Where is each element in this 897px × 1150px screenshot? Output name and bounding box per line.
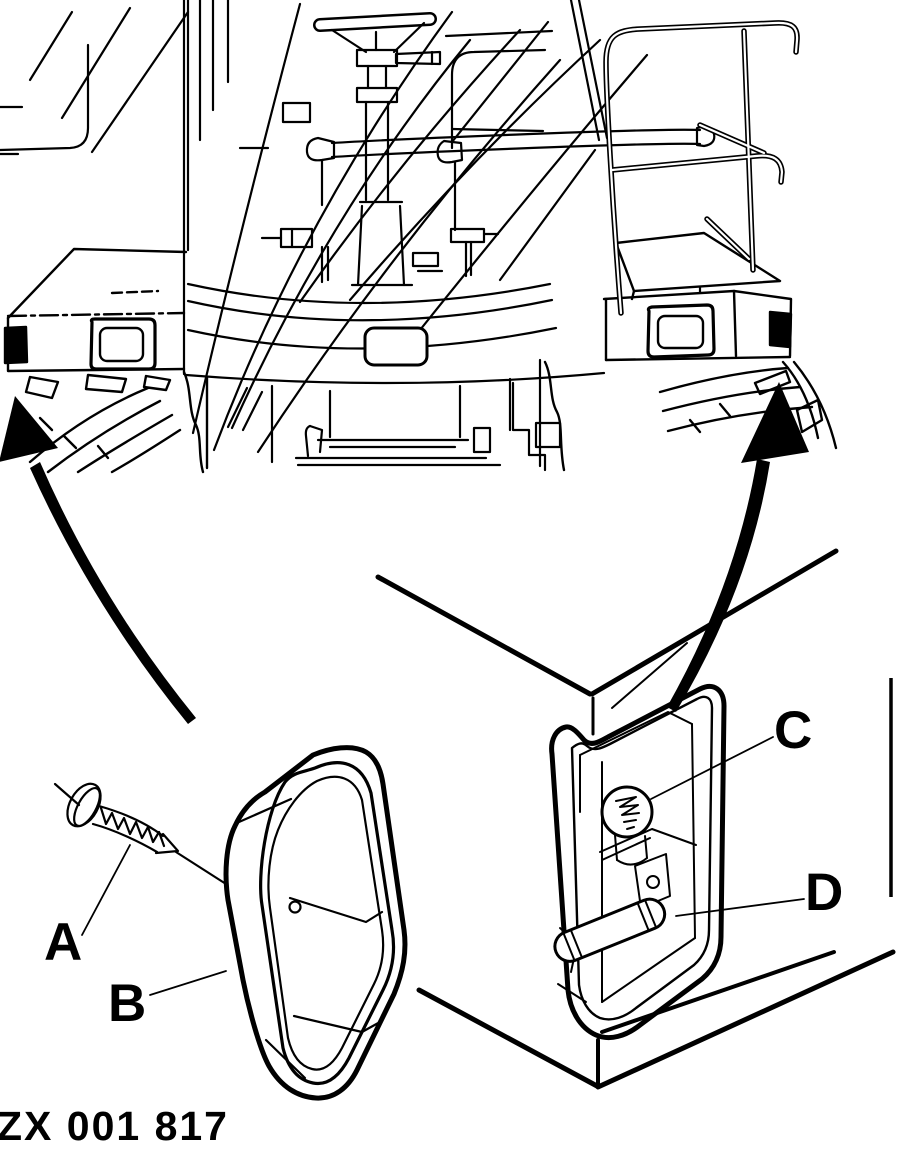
labels: A B C D ZX 001 817 [0, 701, 843, 1149]
left-fender [3, 247, 188, 373]
steering-side-knob [394, 50, 442, 66]
hitch-cover [363, 326, 429, 367]
glass-line [60, 6, 132, 120]
label-a: A [44, 913, 82, 972]
leader-c [650, 736, 774, 800]
screw-part-a [53, 782, 228, 886]
housing-recess-outline [549, 683, 727, 1041]
left-lamp-recess [89, 317, 157, 371]
left-arrow [0, 396, 196, 724]
label-d: D [805, 863, 843, 922]
right-marker-light [768, 310, 793, 349]
right-arrow [667, 382, 809, 712]
left-marker-light [3, 325, 29, 365]
right-fender [602, 231, 793, 362]
figure-code: ZX 001 817 [0, 1103, 229, 1149]
label-b: B [108, 974, 146, 1033]
lens-outline [223, 745, 408, 1101]
right-lamp-recess [646, 303, 716, 359]
cab-window-left [0, 43, 90, 152]
label-c: C [774, 701, 812, 760]
tractor-cab [0, 0, 649, 454]
lamp-housing-detail [549, 683, 727, 1041]
left-arrowhead-icon [0, 396, 58, 462]
right-arrowhead-icon [741, 382, 809, 463]
right-tire [543, 360, 838, 472]
leader-d [675, 898, 805, 917]
leader-b [149, 970, 227, 996]
steering-assembly [260, 12, 720, 294]
platform-floor [614, 231, 782, 293]
leader-a [81, 844, 131, 936]
bulb-bracket [634, 853, 671, 909]
left-tire [24, 370, 209, 474]
cab-window-right [450, 48, 547, 150]
festoon-bulb-d [553, 897, 667, 963]
rear-platform [184, 282, 606, 472]
safety-rail [603, 20, 800, 316]
lens-part-b [223, 745, 408, 1101]
pedal-right [449, 227, 486, 244]
leader-lines [81, 736, 805, 996]
